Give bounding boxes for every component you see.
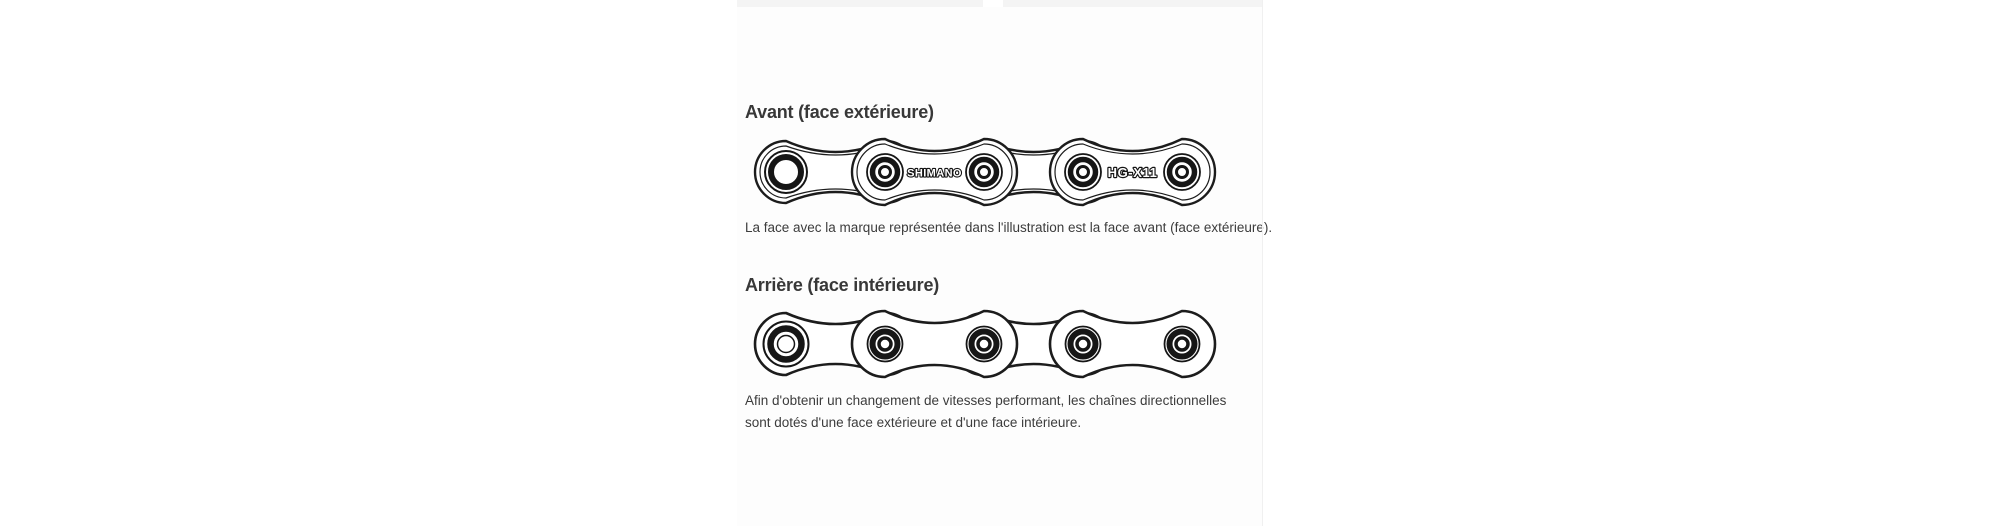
master-link-ring bbox=[764, 150, 808, 194]
chain-roller bbox=[866, 153, 904, 191]
chain-roller bbox=[968, 328, 1000, 360]
rear-chain-illustration bbox=[753, 309, 1217, 379]
front-chain-illustration: SHIMANO HG-X11 bbox=[753, 137, 1217, 207]
rear-face-caption-line2: sont dotés d'une face extérieure et d'un… bbox=[745, 415, 1082, 430]
chain-roller bbox=[968, 156, 1000, 188]
chain-plate-contour bbox=[1054, 143, 1211, 201]
chain-plate-contour bbox=[856, 143, 1013, 201]
rear-face-heading: Arrière (face intérieure) bbox=[745, 275, 940, 295]
rear-face-caption: Afin d'obtenir un changement de vitesses… bbox=[745, 390, 1226, 434]
chain-roller bbox=[869, 156, 901, 188]
top-edge-notch bbox=[983, 0, 1003, 7]
chain-roller bbox=[965, 153, 1003, 191]
master-link-ring bbox=[767, 325, 805, 363]
panel-right-border bbox=[1262, 0, 1263, 526]
chain-plate bbox=[1048, 309, 1217, 379]
master-link-ring bbox=[776, 334, 796, 354]
chain-roller bbox=[965, 325, 1003, 363]
chain-roller bbox=[878, 165, 892, 179]
shimano-brand-marking: SHIMANO bbox=[907, 168, 962, 180]
master-link-ring bbox=[768, 154, 804, 190]
chain-roller bbox=[1174, 336, 1190, 352]
chain-roller bbox=[1076, 165, 1090, 179]
master-link-ring bbox=[762, 320, 810, 368]
chain-plate bbox=[850, 309, 1019, 379]
chain-roller bbox=[976, 336, 992, 352]
content-panel bbox=[737, 0, 1263, 526]
chain-roller bbox=[1166, 156, 1198, 188]
chain-roller bbox=[1075, 336, 1091, 352]
chain-roller bbox=[877, 336, 893, 352]
front-face-caption: La face avec la marque représentée dans … bbox=[745, 220, 1273, 235]
rear-face-caption-line1: Afin d'obtenir un changement de vitesses… bbox=[745, 393, 1227, 408]
chain-roller bbox=[1163, 153, 1201, 191]
chain-roller bbox=[1064, 325, 1102, 363]
chain-roller bbox=[869, 328, 901, 360]
chain-roller bbox=[1163, 325, 1201, 363]
front-face-heading: Avant (face extérieure) bbox=[745, 102, 934, 122]
chain-roller bbox=[1166, 328, 1198, 360]
chain-roller bbox=[866, 325, 904, 363]
chain-roller bbox=[1067, 156, 1099, 188]
chain-roller bbox=[1064, 153, 1102, 191]
chain-roller bbox=[1067, 328, 1099, 360]
chain-roller bbox=[977, 165, 991, 179]
hgx11-model-marking: HG-X11 bbox=[1108, 165, 1158, 180]
chain-roller bbox=[1175, 165, 1189, 179]
